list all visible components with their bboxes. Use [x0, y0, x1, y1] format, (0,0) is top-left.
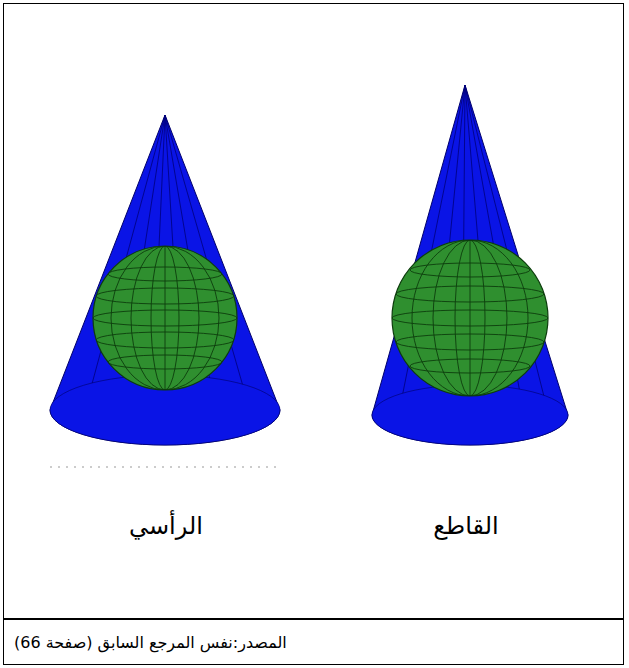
globe-body [93, 246, 237, 390]
cone [50, 115, 280, 445]
source-caption: المصدر:نفس المرجع السابق (صفحة 66) [14, 633, 287, 652]
cone-body [50, 115, 280, 445]
globe-body [392, 240, 548, 396]
globe [93, 246, 237, 390]
projection-label: الرأسي [129, 512, 203, 540]
globe-grid [392, 240, 548, 396]
cone-body [372, 85, 568, 445]
cone [372, 85, 568, 445]
dotted-line [50, 467, 282, 468]
globe [392, 240, 548, 396]
projection-label: القاطع [433, 512, 498, 540]
globe-grid [93, 246, 237, 390]
